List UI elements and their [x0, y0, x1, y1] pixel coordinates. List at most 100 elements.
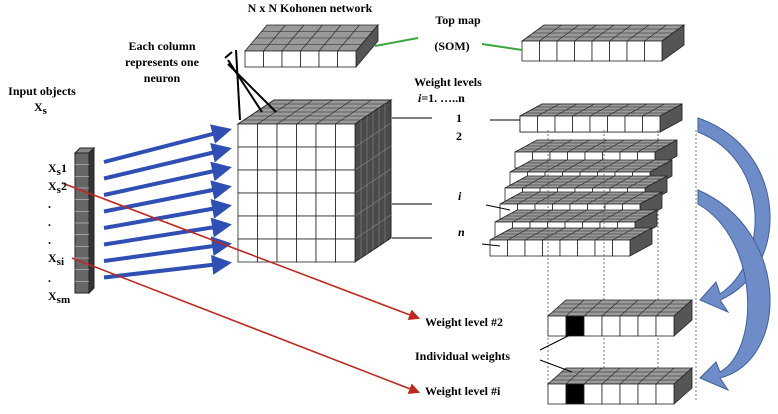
slab-top-grid — [601, 367, 621, 385]
slab-top-grid — [644, 24, 667, 42]
slab-top-grid — [534, 191, 558, 205]
slab-top-grid — [594, 227, 618, 241]
slab-top-grid — [517, 191, 540, 205]
slab-top-grid — [539, 175, 563, 189]
input-label-base: . — [48, 197, 51, 211]
red-arrows — [61, 182, 421, 394]
weight-level-slab — [489, 227, 653, 257]
input-label-sub: si — [57, 256, 64, 268]
curved-arrow-to-level-i — [697, 189, 771, 392]
blue-arrow — [103, 124, 232, 164]
input-label-base: X — [48, 289, 57, 303]
slab-cell — [619, 383, 639, 405]
cube-top-grid — [315, 99, 353, 125]
slab-cell — [583, 383, 603, 405]
cube-cell — [315, 146, 336, 171]
slab-cell — [519, 115, 538, 133]
slab-top-grid — [601, 299, 621, 317]
slab-top-grid — [527, 159, 550, 173]
input-vector-label: . — [48, 215, 51, 229]
slab-top-grid — [591, 24, 615, 42]
cube-top-grid — [335, 99, 372, 125]
slab-top-grid — [512, 209, 535, 223]
slab-top-grid — [584, 139, 608, 153]
cube-cell — [296, 238, 317, 263]
slab-top-grid — [622, 191, 645, 205]
blue-arrow — [103, 254, 232, 280]
cube-cell — [315, 123, 336, 148]
slab-cell — [244, 50, 264, 68]
weight-level-2-slab — [546, 299, 694, 337]
slab-cell — [554, 115, 573, 133]
slab-top-grid — [263, 24, 286, 52]
input-label-tail: 1 — [61, 161, 67, 175]
slab-top-grid — [609, 175, 633, 189]
cube-cell — [315, 169, 336, 194]
slab-top-grid — [565, 299, 585, 317]
slab-cell — [619, 315, 639, 337]
slab-top-grid — [619, 139, 643, 153]
slab-top-grid — [592, 175, 615, 189]
slab-top-grid — [537, 103, 560, 117]
red-arrow-to-level-i — [71, 257, 421, 394]
slab-cell — [644, 40, 663, 62]
top-map-slab — [244, 23, 379, 69]
slab-top-grid — [612, 227, 635, 241]
slab-top-grid — [544, 159, 568, 173]
slab-top-grid — [582, 209, 605, 223]
cube-cell — [276, 238, 297, 263]
slab-top-grid — [547, 209, 570, 223]
level-marker-line — [481, 243, 501, 247]
slab-top-grid — [300, 24, 323, 52]
slab-cell — [609, 40, 628, 62]
slab-top-grid — [589, 103, 613, 117]
neuron-pointer-line — [224, 51, 233, 59]
input-vector-label: Xsi — [48, 251, 64, 268]
slab-top-grid — [569, 191, 593, 205]
cube-cell — [237, 146, 258, 171]
slab-top-grid — [597, 159, 620, 173]
slab-top-grid — [524, 227, 548, 241]
input-vector-label: Xs2 — [48, 179, 67, 196]
level-marker-2: 2 — [456, 129, 462, 143]
dotted-guides — [547, 130, 697, 400]
slab-top-grid — [562, 159, 585, 173]
slab-cell — [559, 239, 578, 257]
slab-cell — [318, 50, 338, 68]
slab-cell — [489, 239, 508, 257]
slab-cell — [524, 239, 543, 257]
cube-cell — [257, 146, 278, 171]
weight-levels-range: i=1. …..n — [418, 91, 465, 105]
blue-arrow — [103, 198, 232, 230]
input-label-sub: s — [57, 184, 62, 196]
slab-cell — [300, 50, 320, 68]
input-label-base: X — [48, 179, 57, 193]
column-note-line2: represents one — [125, 55, 200, 69]
cube-top-grid — [296, 99, 333, 125]
input-vector-label: . — [48, 271, 51, 285]
cube-cell — [315, 192, 336, 217]
individual-weights-label: Individual weights — [415, 349, 510, 363]
cube-cell — [276, 169, 297, 194]
column-note-line1: Each column — [128, 39, 195, 53]
slab-top-grid — [318, 24, 342, 52]
slab-top-grid — [564, 209, 588, 223]
input-label-base: . — [48, 233, 51, 247]
slab-cell — [547, 315, 567, 337]
slab-cell — [337, 50, 357, 68]
slab-cell — [655, 383, 675, 405]
slab-cell — [565, 315, 585, 337]
weight-levels-label: Weight levels — [414, 75, 482, 89]
weight-level-i-slab — [546, 367, 694, 405]
cube-cell — [296, 169, 317, 194]
slab-top-grid — [579, 159, 603, 173]
input-vector-label: . — [48, 197, 51, 211]
top-map-grid — [244, 23, 379, 69]
individual-weight-pointer — [539, 333, 573, 351]
slab-cell — [607, 115, 626, 133]
input-arrows — [103, 124, 232, 280]
slab-top-grid — [607, 103, 630, 117]
weight-level-i-label: Weight level #i — [425, 384, 501, 398]
